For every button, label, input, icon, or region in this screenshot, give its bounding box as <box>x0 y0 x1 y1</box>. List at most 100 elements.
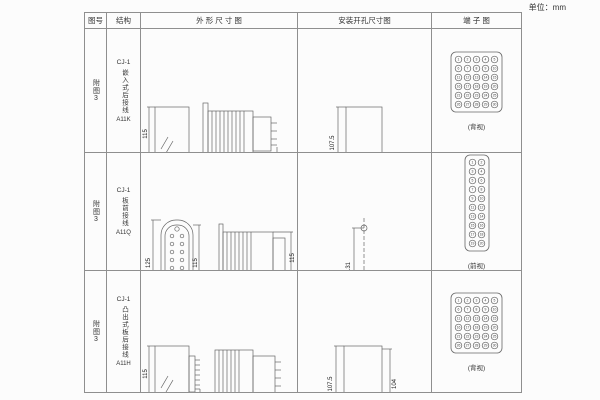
svg-text:27: 27 <box>466 102 470 106</box>
outline-cell: 115 72 9.5 31.5 126 <box>140 270 298 393</box>
mount-label: 嵌入式后接线 <box>120 68 128 114</box>
svg-text:24: 24 <box>484 334 488 338</box>
svg-text:3: 3 <box>471 169 473 173</box>
svg-text:8: 8 <box>476 66 478 70</box>
mount-label: 凸出式板后接线 <box>120 305 128 359</box>
svg-text:16: 16 <box>457 84 461 88</box>
dim-label: 115 <box>193 257 199 268</box>
svg-text:12: 12 <box>466 316 470 320</box>
svg-text:18: 18 <box>475 84 479 88</box>
svg-text:15: 15 <box>493 316 497 320</box>
svg-text:28: 28 <box>475 102 479 106</box>
svg-text:14: 14 <box>484 316 488 320</box>
install-drawing-svg <box>336 106 383 152</box>
svg-text:11: 11 <box>457 316 461 320</box>
svg-text:5: 5 <box>494 57 496 61</box>
figure-cell: 附图3 <box>84 152 107 271</box>
svg-text:9: 9 <box>485 307 487 311</box>
svg-text:30: 30 <box>493 343 497 347</box>
svg-text:29: 29 <box>484 102 488 106</box>
outline-drawing-svg <box>151 219 293 270</box>
figure-number: 附图3 <box>92 319 100 344</box>
svg-text:2: 2 <box>480 160 482 164</box>
svg-text:18: 18 <box>475 325 479 329</box>
install-drawing-svg <box>352 217 368 270</box>
svg-text:24: 24 <box>484 93 488 97</box>
svg-text:17: 17 <box>466 84 470 88</box>
svg-text:13: 13 <box>475 316 479 320</box>
svg-text:26: 26 <box>457 343 461 347</box>
svg-text:1: 1 <box>458 57 460 61</box>
dim-label: 107.5 <box>328 375 334 392</box>
install-cell: 131 2-Φ5 <box>297 152 432 271</box>
svg-text:7: 7 <box>467 66 469 70</box>
install-cell: 107.5 16 (64) <box>297 28 432 153</box>
svg-text:30: 30 <box>493 102 497 106</box>
table-row-a11h: 附图3 CJ-1 凸出式板后接线 A11H <box>84 270 522 393</box>
svg-text:6: 6 <box>458 66 460 70</box>
svg-text:20: 20 <box>493 325 497 329</box>
svg-text:14: 14 <box>484 75 488 79</box>
svg-text:11: 11 <box>470 205 474 209</box>
terminal-view-label: (背视) <box>467 364 486 372</box>
svg-text:4: 4 <box>485 298 487 302</box>
outline-cell: 115 72 100.5 35 122.5 <box>140 28 298 153</box>
svg-text:19: 19 <box>484 84 488 88</box>
svg-text:15: 15 <box>470 223 474 227</box>
outline-drawing-svg <box>147 345 281 392</box>
col-header-install: 安装开孔尺寸图 <box>297 12 432 29</box>
svg-text:1: 1 <box>471 160 473 164</box>
spec-table: 图号 结构 外 形 尺 寸 图 安装开孔尺寸图 端 子 图 附图3 CJ-1 嵌… <box>84 12 522 393</box>
figure-cell: 附图3 <box>84 270 107 393</box>
col-header-structure: 结构 <box>106 12 141 29</box>
svg-text:19: 19 <box>470 241 474 245</box>
mount-label: 板前接线 <box>120 197 128 227</box>
col-header-terminal: 端 子 图 <box>431 12 522 29</box>
figure-number: 附图3 <box>92 78 100 103</box>
install-drawing-svg <box>334 345 392 392</box>
dim-label: 104 <box>392 378 398 389</box>
svg-text:14: 14 <box>479 214 483 218</box>
structure-cell: CJ-1 嵌入式后接线 A11K <box>106 28 141 153</box>
svg-text:10: 10 <box>493 66 497 70</box>
svg-text:12: 12 <box>466 75 470 79</box>
col-header-figure: 图号 <box>84 12 107 29</box>
dim-label: 107.5 <box>330 134 336 151</box>
svg-text:9: 9 <box>485 66 487 70</box>
svg-text:25: 25 <box>493 334 497 338</box>
model-label: CJ-1 <box>116 58 131 66</box>
svg-text:26: 26 <box>457 102 461 106</box>
svg-text:21: 21 <box>457 93 461 97</box>
svg-text:21: 21 <box>457 334 461 338</box>
svg-text:7: 7 <box>471 187 473 191</box>
svg-text:11: 11 <box>457 75 461 79</box>
svg-text:7: 7 <box>467 307 469 311</box>
unit-label: 单位：mm <box>528 3 566 12</box>
svg-text:29: 29 <box>484 343 488 347</box>
outline-drawing-svg <box>147 102 278 152</box>
terminal-view-label: (背视) <box>467 123 486 131</box>
svg-text:3: 3 <box>476 57 478 61</box>
structure-cell: CJ-1 凸出式板后接线 A11H <box>106 270 141 393</box>
svg-text:12: 12 <box>479 205 483 209</box>
install-cell: 107.5 104 64 <box>297 270 432 393</box>
svg-text:25: 25 <box>493 93 497 97</box>
dim-label: 131 <box>346 261 352 271</box>
svg-text:5: 5 <box>471 178 473 182</box>
header-row: 图号 结构 外 形 尺 寸 图 安装开孔尺寸图 端 子 图 <box>84 12 522 29</box>
svg-text:17: 17 <box>466 325 470 329</box>
dim-label: 125 <box>146 257 152 268</box>
svg-text:20: 20 <box>479 241 483 245</box>
svg-text:23: 23 <box>475 93 479 97</box>
svg-text:23: 23 <box>475 334 479 338</box>
svg-text:2: 2 <box>467 298 469 302</box>
table-row-a11q: 附图3 CJ-1 板前接线 A11Q <box>84 152 522 271</box>
dim-label: 115 <box>143 128 149 139</box>
code-label: A11Q <box>116 230 131 236</box>
